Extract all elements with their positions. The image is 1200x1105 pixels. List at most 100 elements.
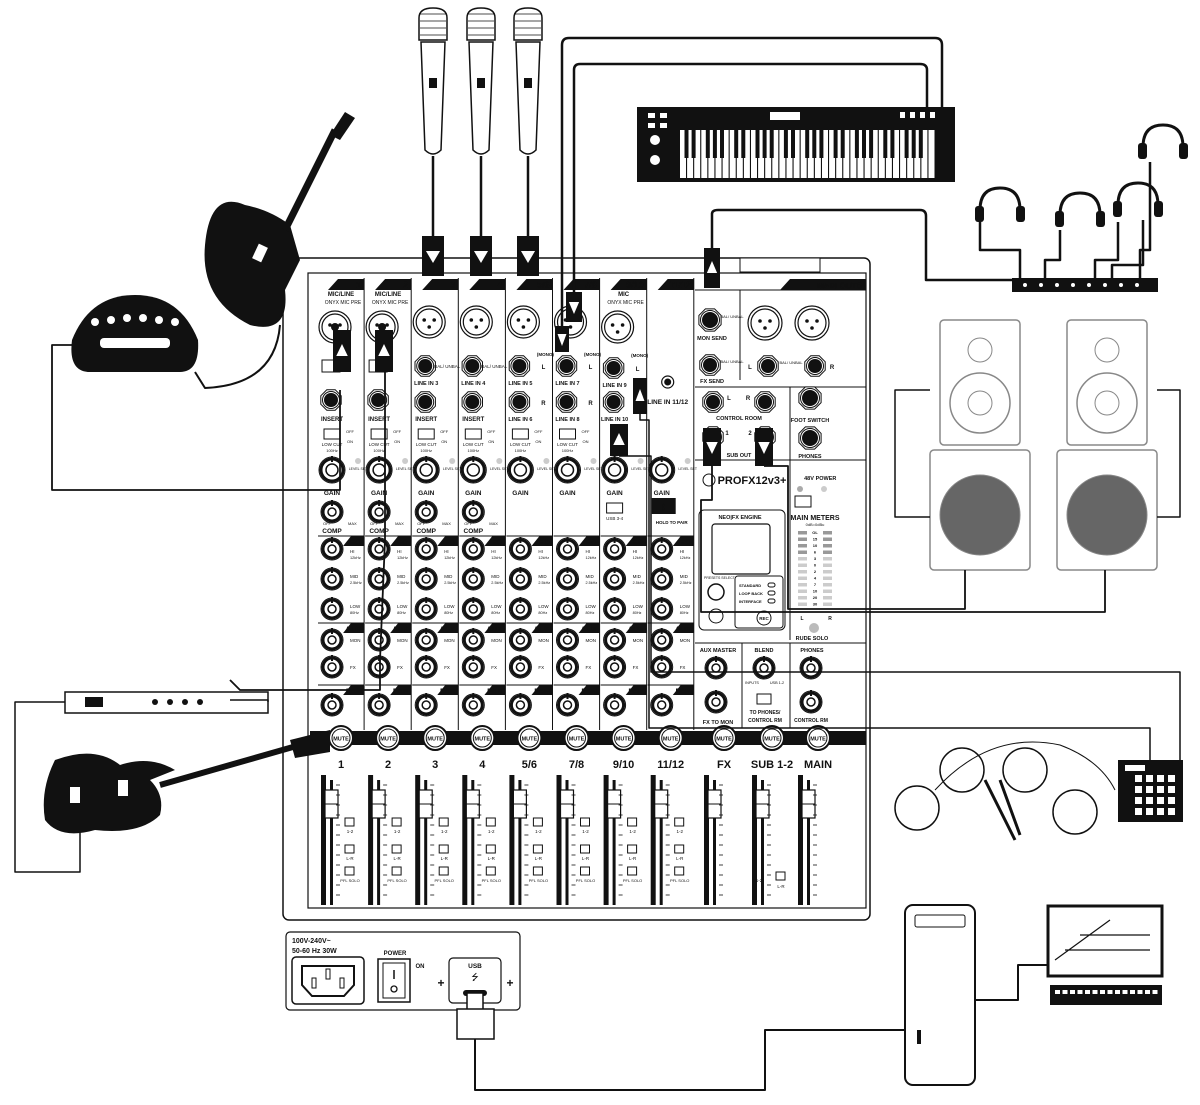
fx-to-mon-knob[interactable] <box>704 690 728 714</box>
pfl-solo-button[interactable] <box>344 866 355 876</box>
eq-low-knob[interactable] <box>556 597 579 621</box>
pfl-solo-button[interactable] <box>627 866 638 876</box>
sub-assign-1-2-button[interactable] <box>775 871 786 881</box>
control-room-level-knob[interactable] <box>799 690 823 714</box>
gain-knob[interactable] <box>365 456 393 484</box>
assign-l-r-button[interactable] <box>627 844 638 854</box>
mute-button[interactable]: MUTE <box>469 725 496 751</box>
assign-l-r-button[interactable] <box>674 844 685 854</box>
pan-knob[interactable] <box>320 693 344 717</box>
eq-low-knob[interactable] <box>320 597 344 621</box>
comp-knob[interactable] <box>461 500 485 524</box>
eq-mid-knob[interactable] <box>603 567 627 591</box>
assign-1-2-button[interactable] <box>344 817 355 827</box>
aux-mon-knob[interactable] <box>603 628 627 652</box>
main-out-left-jack[interactable] <box>757 355 779 377</box>
usb-port[interactable]: USB⭍ <box>448 957 502 1004</box>
insert-jack[interactable] <box>367 389 389 411</box>
pfl-solo-button[interactable] <box>674 866 685 876</box>
assign-1-2-button[interactable] <box>532 817 543 827</box>
main-out-left-xlr[interactable] <box>747 305 783 341</box>
gain-knob[interactable] <box>601 456 629 484</box>
comp-knob[interactable] <box>320 500 344 524</box>
aux-fx-knob[interactable] <box>603 655 627 679</box>
eq-mid-knob[interactable] <box>461 567 485 591</box>
bluetooth-button[interactable]: ᛒ <box>651 498 676 514</box>
assign-1-2-button[interactable] <box>580 817 590 827</box>
line-input-right-jack[interactable] <box>508 391 531 413</box>
pan-knob[interactable] <box>556 693 579 717</box>
pan-knob[interactable] <box>367 693 391 717</box>
fader[interactable] <box>752 775 771 905</box>
line-in-11-12-jack[interactable] <box>664 378 672 386</box>
pfl-solo-button[interactable] <box>485 866 496 876</box>
eq-mid-knob[interactable] <box>556 567 579 591</box>
aux-mon-knob[interactable] <box>414 628 438 652</box>
line-input-jack[interactable] <box>414 355 436 377</box>
line-input-left-jack[interactable] <box>508 355 531 377</box>
line-input-right-jack[interactable] <box>602 391 625 413</box>
low-cut-button[interactable] <box>559 428 576 440</box>
eq-low-knob[interactable] <box>650 597 674 621</box>
mute-button[interactable]: MUTE <box>375 725 402 751</box>
to-phones-control-rm-button[interactable] <box>756 693 772 705</box>
eq-mid-knob[interactable] <box>320 567 344 591</box>
assign-l-r-button[interactable] <box>438 844 449 854</box>
xlr-input-jack[interactable] <box>412 305 446 339</box>
aux-fx-knob[interactable] <box>461 655 485 679</box>
assign-1-2-button[interactable] <box>627 817 638 827</box>
gain-knob[interactable] <box>318 456 346 484</box>
mute-button[interactable]: MUTE <box>422 725 449 751</box>
pfl-solo-button[interactable] <box>391 866 402 876</box>
pan-knob[interactable] <box>414 693 438 717</box>
assign-1-2-button[interactable] <box>438 817 449 827</box>
aux-fx-knob[interactable] <box>414 655 438 679</box>
fx-send-jack[interactable] <box>699 354 721 376</box>
fader[interactable] <box>650 775 670 905</box>
eq-mid-knob[interactable] <box>650 567 674 591</box>
pfl-solo-button[interactable] <box>532 866 543 876</box>
presets-select-knob[interactable] <box>707 583 725 601</box>
low-cut-button[interactable] <box>370 428 388 440</box>
pfl-solo-button[interactable] <box>438 866 449 876</box>
usb-3-4-button[interactable] <box>606 502 624 514</box>
aux-fx-knob[interactable] <box>320 655 344 679</box>
pfl-solo-button[interactable] <box>580 866 590 876</box>
fader[interactable] <box>415 775 435 905</box>
control-room-right-jack[interactable] <box>754 391 776 413</box>
aux-mon-knob[interactable] <box>556 628 579 652</box>
assign-l-r-button[interactable] <box>532 844 543 854</box>
pan-knob[interactable] <box>508 693 532 717</box>
fader[interactable] <box>798 775 817 905</box>
pan-knob[interactable] <box>603 693 627 717</box>
low-cut-button[interactable] <box>417 428 435 440</box>
gain-knob[interactable] <box>459 456 487 484</box>
insert-jack[interactable] <box>461 391 483 413</box>
low-cut-button[interactable] <box>323 428 341 440</box>
assign-l-r-button[interactable] <box>391 844 402 854</box>
gain-knob[interactable] <box>554 456 581 484</box>
eq-low-knob[interactable] <box>508 597 532 621</box>
main-out-right-xlr[interactable] <box>794 305 830 341</box>
mute-button[interactable]: MUTE <box>328 725 354 751</box>
eq-hi-knob[interactable] <box>556 537 579 561</box>
mute-button[interactable]: MUTE <box>711 725 737 751</box>
assign-l-r-button[interactable] <box>580 844 590 854</box>
aux-mon-knob[interactable] <box>320 628 344 652</box>
fader[interactable] <box>704 775 723 905</box>
phones-jack[interactable] <box>798 426 822 450</box>
line-input-left-jack[interactable] <box>602 357 625 379</box>
power-switch[interactable] <box>377 958 411 1003</box>
pan-knob[interactable] <box>650 693 674 717</box>
insert-jack[interactable] <box>320 389 342 411</box>
fader[interactable] <box>321 775 340 905</box>
aux-mon-knob[interactable] <box>461 628 485 652</box>
insert-jack[interactable] <box>414 391 436 413</box>
assign-1-2-button[interactable] <box>391 817 402 827</box>
control-room-left-jack[interactable] <box>702 391 724 413</box>
low-cut-button[interactable] <box>464 428 482 440</box>
aux-fx-knob[interactable] <box>556 655 579 679</box>
line-input-left-jack[interactable] <box>555 355 578 377</box>
main-out-right-jack[interactable] <box>804 355 826 377</box>
mute-button[interactable]: MUTE <box>657 725 684 751</box>
